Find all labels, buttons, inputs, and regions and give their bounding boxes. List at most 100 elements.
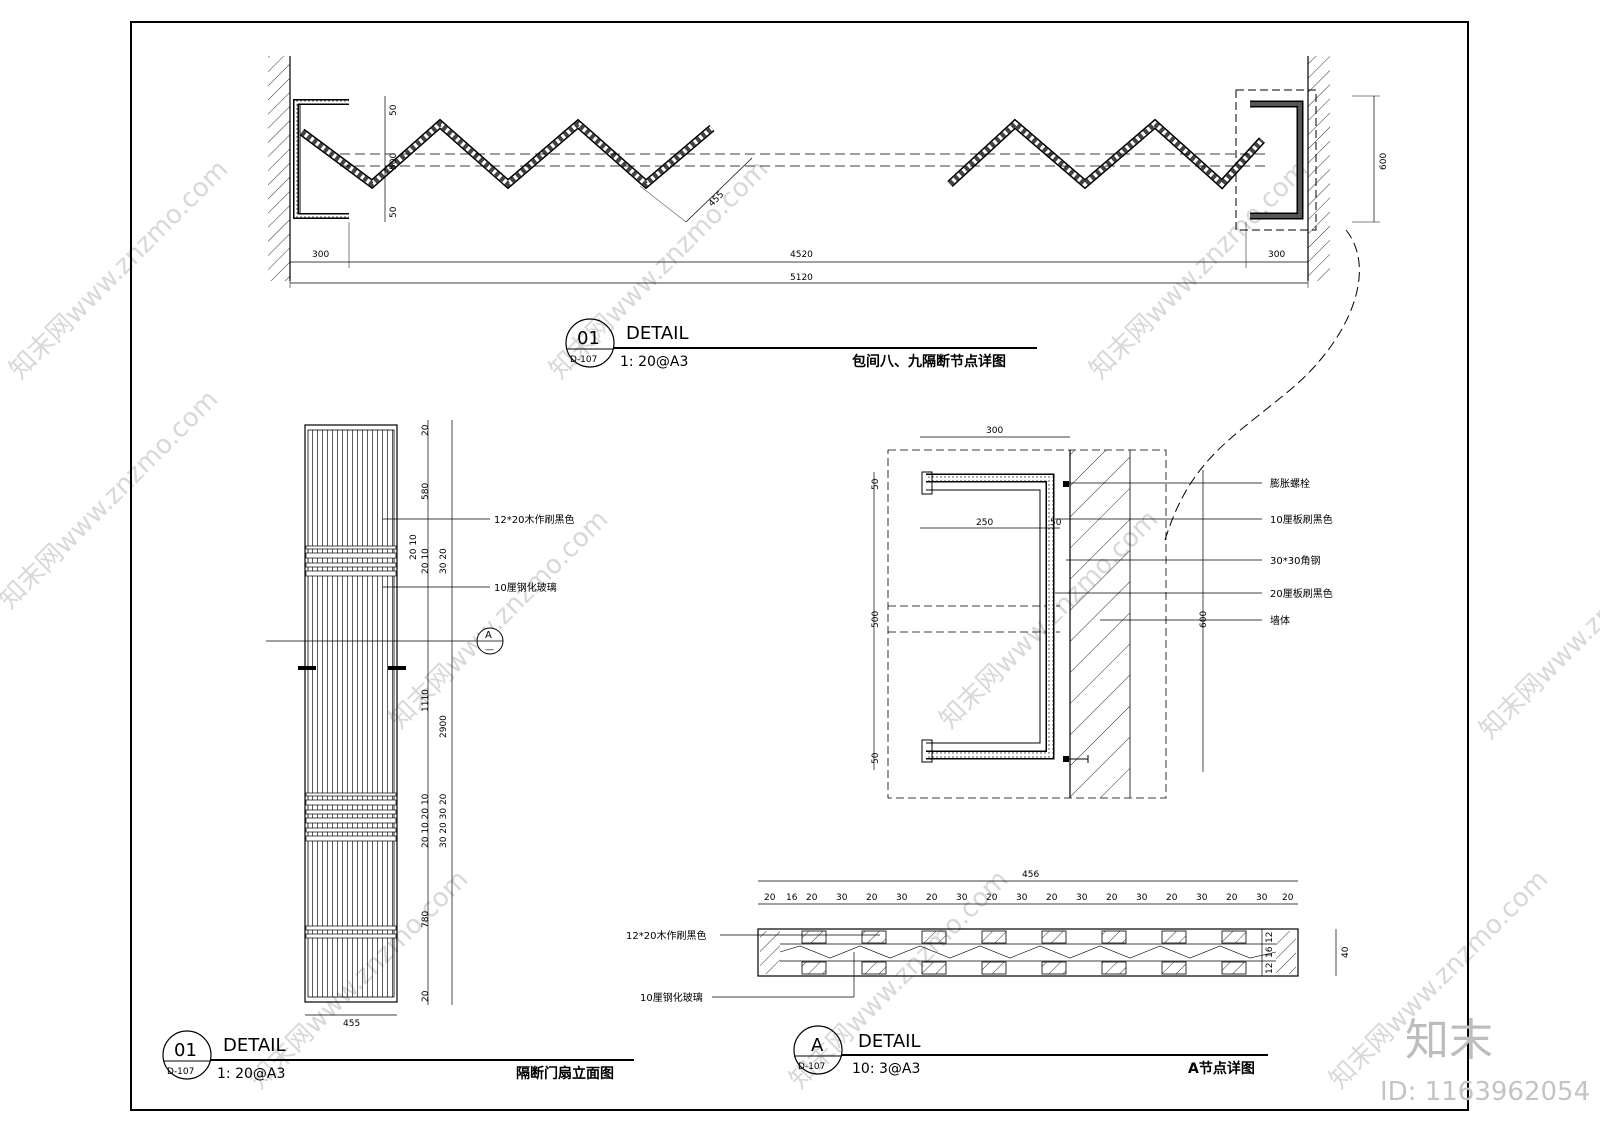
sec-dim: 30: [1136, 893, 1148, 903]
node-dim-300: 300: [986, 426, 1003, 436]
elev-dim-20-top: 20: [421, 424, 431, 436]
section-top-dims: 20 16 20 30 20 30 20 30 20 30 20 30 20 3…: [764, 893, 1294, 903]
elev-caption: 隔断门扇立面图: [516, 1065, 614, 1082]
node-dim-50-bottom: 50: [871, 752, 881, 764]
elev-dim-d: 20 10: [421, 548, 431, 574]
elev-dim-20-bottom: 20: [421, 990, 431, 1002]
watermark: 知末网www.znzmo.com: [4, 154, 235, 385]
node-note-2: 10厘板刷黑色: [1270, 513, 1333, 526]
wall-right: [1308, 56, 1330, 281]
handle-mark-right: [388, 666, 406, 670]
sheet-border: [130, 21, 1469, 1111]
sec-dim: 30: [1256, 893, 1268, 903]
detail-caption: 包间八、九隔断节点详图: [852, 353, 1006, 370]
elev-scale: 1: 20@A3: [217, 1066, 285, 1082]
dim-600: 600: [1379, 153, 1389, 170]
sec-rdim-12a: 12: [1265, 932, 1275, 943]
section-tag-letter: A: [811, 1035, 824, 1056]
section-marker-sub: —: [485, 645, 494, 655]
sec-dim: 16: [786, 893, 798, 903]
node-note-4: 20厘板刷黑色: [1270, 587, 1333, 600]
sec-dim: 30: [956, 893, 968, 903]
sec-dim: 20: [806, 893, 818, 903]
elev-dim-780: 780: [421, 911, 431, 928]
node-dim-500: 500: [871, 611, 881, 628]
sec-dim: 20: [1046, 893, 1058, 903]
wood-slats: [801, 930, 1247, 975]
handle-mark-left: [298, 666, 316, 670]
dim-50-top: 50: [389, 104, 399, 116]
detail-title: DETAIL: [626, 323, 688, 344]
door-elevation: A — 20 580 20 10 20 10 30 20 1110 2900 2…: [162, 420, 634, 1082]
sec-dim: 30: [1076, 893, 1088, 903]
sec-dim: 20: [1282, 893, 1294, 903]
node-dim-50: 50: [1050, 518, 1062, 528]
elev-dim-2900: 2900: [439, 715, 449, 738]
brand-id: ID: 1163962054: [1380, 1077, 1590, 1107]
sec-rdim-12b: 12: [1265, 963, 1275, 974]
sec-dim: 20: [926, 893, 938, 903]
watermark-layer: 知末网www.znzmo.com 知末网www.znzmo.com 知末网www…: [0, 154, 1600, 1095]
sec-dim: 20: [1226, 893, 1238, 903]
door-leaf: [304, 424, 398, 1003]
watermark: 知末网www.znzmo.com: [0, 384, 224, 615]
section-detail-title: DETAIL: [858, 1031, 920, 1052]
section-a-detail: 456 20 16 20 30 20 30 20 30 20 30 20 30 …: [626, 870, 1351, 1077]
right-channel: [1235, 89, 1317, 231]
section-note-1: 12*20木作刷黑色: [626, 929, 706, 942]
elev-detail-title: DETAIL: [223, 1035, 285, 1056]
dim-5120: 5120: [790, 273, 813, 283]
sec-dim: 30: [896, 893, 908, 903]
section-note-2: 10厘钢化玻璃: [640, 991, 703, 1004]
node-dim-250: 250: [976, 518, 993, 528]
detail-tag-sheet: D-107: [570, 355, 597, 365]
elev-tag-number: 01: [174, 1040, 197, 1061]
elev-dim-580: 580: [421, 483, 431, 500]
detail-tag-circle: [565, 318, 615, 368]
watermark: 知末网www.znzmo.com: [544, 154, 775, 385]
sec-dim: 30: [836, 893, 848, 903]
detail-callout-curve: [1164, 229, 1360, 541]
sec-dim: 20: [1166, 893, 1178, 903]
node-c-profile: [921, 471, 1089, 763]
elev-dim-c: 20 10: [409, 534, 419, 560]
elev-note-1: 12*20木作刷黑色: [494, 513, 574, 526]
sec-dim: 20: [764, 893, 776, 903]
dim-50-bottom: 50: [389, 206, 399, 218]
plan-detail: 455 50 500 50 600 300 4520 300 5120 01 D…: [268, 56, 1389, 370]
sec-dim: 30: [1016, 893, 1028, 903]
node-detail: 300 250 50 50 500 50 600 膨胀螺栓 10厘板刷黑色 30…: [871, 426, 1333, 799]
section-dim-456: 456: [1022, 870, 1039, 880]
section-marker-letter: A: [485, 630, 492, 641]
wall-left: [268, 56, 290, 281]
elev-dim-1110: 1110: [421, 689, 431, 712]
watermark: 知末网www.znzmo.com: [1474, 514, 1600, 745]
sec-rdim-16: 16: [1265, 946, 1275, 958]
dim-300-right: 300: [1268, 250, 1285, 260]
elev-note-2: 10厘钢化玻璃: [494, 581, 557, 594]
watermark: 知末网www.znzmo.com: [1084, 154, 1315, 385]
elev-dim-455: 455: [343, 1019, 360, 1029]
sec-dim: 30: [1196, 893, 1208, 903]
sec-rdim-40: 40: [1341, 946, 1351, 958]
detail-scale: 1: 20@A3: [620, 354, 688, 370]
node-note-5: 墙体: [1270, 614, 1290, 627]
sec-dim: 20: [1106, 893, 1118, 903]
node-wall: [1070, 450, 1130, 798]
brand-logo: 知末: [1405, 1015, 1493, 1066]
elev-dim-h: 20 10 20 10: [421, 793, 431, 848]
dim-300-left: 300: [312, 250, 329, 260]
elev-tag-sheet: D-107: [167, 1067, 194, 1077]
section-tag-sheet: D-107: [798, 1062, 825, 1072]
node-note-1: 膨胀螺栓: [1270, 477, 1310, 490]
detail-tag-number: 01: [577, 328, 600, 349]
node-dim-50-top: 50: [871, 478, 881, 490]
sec-dim: 20: [866, 893, 878, 903]
node-dim-600: 600: [1199, 611, 1209, 628]
node-note-3: 30*30角钢: [1270, 554, 1320, 567]
sec-dim: 20: [986, 893, 998, 903]
elev-dim-e: 30 20: [439, 548, 449, 574]
elev-dim-i: 30 20 30 20: [439, 793, 449, 848]
left-channel: [293, 99, 349, 219]
